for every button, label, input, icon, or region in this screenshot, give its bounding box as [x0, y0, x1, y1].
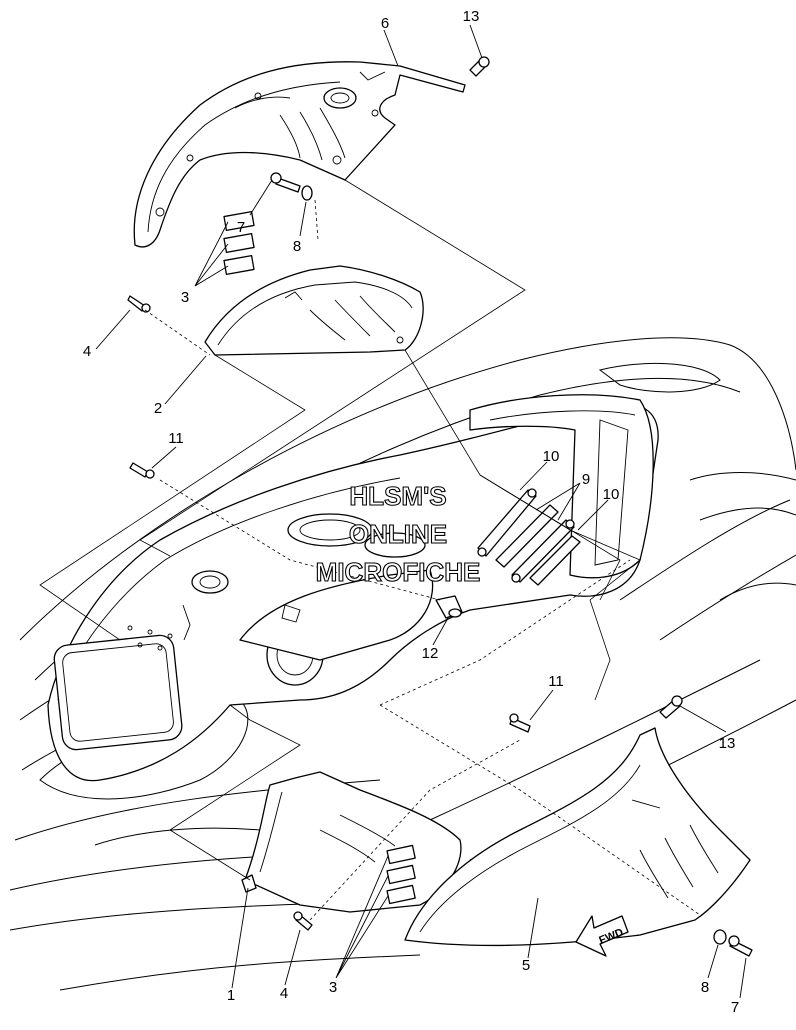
liner-part-2 [204, 265, 424, 356]
callout-11-top: 11 [168, 430, 184, 447]
callout-3-top: 3 [181, 289, 189, 306]
callout-2: 2 [154, 400, 162, 417]
watermark-line2: ONLINE [349, 519, 447, 549]
callout-12: 12 [422, 645, 439, 662]
callout-13-top: 13 [463, 8, 480, 25]
callout-13-bottom: 13 [719, 735, 736, 752]
callout-11-bottom: 11 [548, 673, 564, 690]
callout-labels: 6 13 7 8 3 4 2 11 10 9 10 12 11 13 5 8 7… [83, 8, 739, 1016]
callout-8-top: 8 [293, 238, 301, 255]
callout-4-top: 4 [83, 343, 91, 360]
callout-8-bottom: 8 [701, 979, 709, 996]
callout-9: 9 [582, 471, 590, 488]
callout-1: 1 [227, 987, 235, 1004]
side-panel-part-1 [241, 771, 462, 913]
strut-links [477, 488, 581, 586]
seat-well-assembly [47, 394, 659, 782]
assembly-guides [39, 179, 701, 921]
callout-6: 6 [381, 15, 389, 32]
callout-10-left: 10 [543, 448, 560, 465]
callout-10-right: 10 [603, 486, 620, 503]
watermark: HLSM'S ONLINE MICROFICHE [315, 480, 481, 587]
callout-7-top: 7 [237, 219, 245, 236]
rear-cover-part-6 [133, 61, 466, 248]
watermark-line1: HLSM'S [349, 481, 446, 511]
callout-3-bottom: 3 [329, 979, 337, 996]
callout-5: 5 [522, 957, 530, 974]
watermark-line3: MICROFICHE [316, 557, 481, 587]
fasteners [127, 56, 753, 957]
pads-part-3-upper [223, 211, 255, 275]
callout-4-bottom: 4 [280, 985, 288, 1002]
leader-lines [95, 24, 747, 999]
callout-7-bottom: 7 [731, 999, 739, 1016]
clip-part-12 [435, 595, 463, 619]
